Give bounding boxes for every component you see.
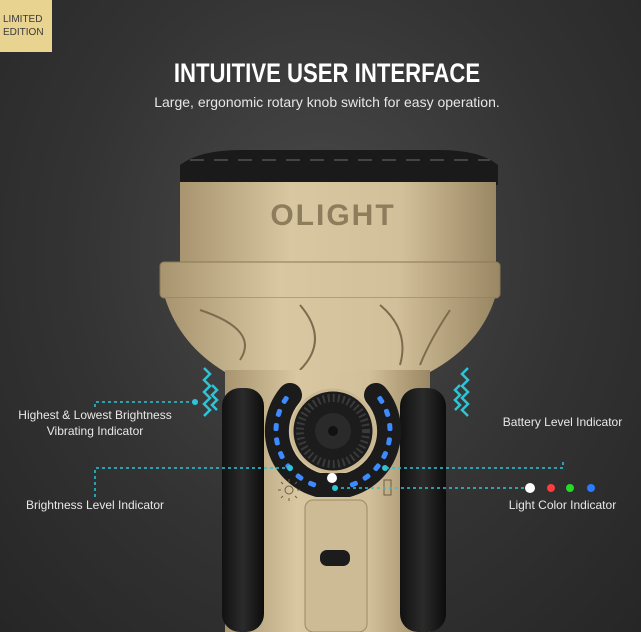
right-grip xyxy=(400,388,446,632)
limited-edition-badge: LIMITED EDITION xyxy=(0,0,52,52)
light-color-dots xyxy=(525,483,595,493)
page-subtitle: Large, ergonomic rotary knob switch for … xyxy=(154,94,500,110)
led-segment xyxy=(381,451,388,460)
badge-line-2: EDITION xyxy=(3,27,44,38)
vibration-icon-right xyxy=(453,367,470,417)
led-segment xyxy=(278,451,285,460)
light-color-dot xyxy=(566,484,574,492)
bezel xyxy=(180,150,498,185)
led-segment xyxy=(274,437,280,446)
led-segment xyxy=(308,480,317,488)
mode-switch[interactable] xyxy=(320,550,350,566)
led-segment xyxy=(373,463,381,472)
vibrating-label-line-2: Vibrating Indicator xyxy=(46,424,144,438)
led-segment xyxy=(295,473,304,481)
led-segment xyxy=(281,396,289,404)
led-segment xyxy=(377,396,385,404)
led-segment xyxy=(362,473,371,481)
page-title: INTUITIVE USER INTERFACE xyxy=(173,58,481,88)
led-segment xyxy=(387,422,393,432)
badge-line-1: LIMITED xyxy=(3,14,43,25)
led-segment xyxy=(383,408,391,417)
light-color-dot xyxy=(525,483,535,493)
led-segment xyxy=(349,480,358,488)
battery-level-label: Battery Level Indicator xyxy=(502,415,623,429)
led-segment xyxy=(386,437,392,446)
head-ring xyxy=(159,261,501,299)
light-color-dot xyxy=(547,484,555,492)
brightness-level-label: Brightness Level Indicator xyxy=(25,498,165,512)
callout-lines xyxy=(94,401,564,497)
sun-icon xyxy=(278,479,300,501)
led-segment xyxy=(275,408,283,417)
vibration-icon-left xyxy=(202,367,219,417)
led-segment xyxy=(273,422,279,432)
left-grip xyxy=(222,388,264,632)
light-color-dot xyxy=(587,484,595,492)
color-indicator-led xyxy=(327,473,337,483)
vibrating-label-line-1: Highest & Lowest Brightness xyxy=(18,408,172,422)
light-color-label: Light Color Indicator xyxy=(508,498,617,512)
brand-logo: OLIGHT xyxy=(270,199,395,232)
neck xyxy=(165,298,495,372)
led-indicators xyxy=(273,396,393,488)
head xyxy=(180,182,496,266)
vibrating-indicator-label: Highest & Lowest Brightness Vibrating In… xyxy=(10,408,180,438)
